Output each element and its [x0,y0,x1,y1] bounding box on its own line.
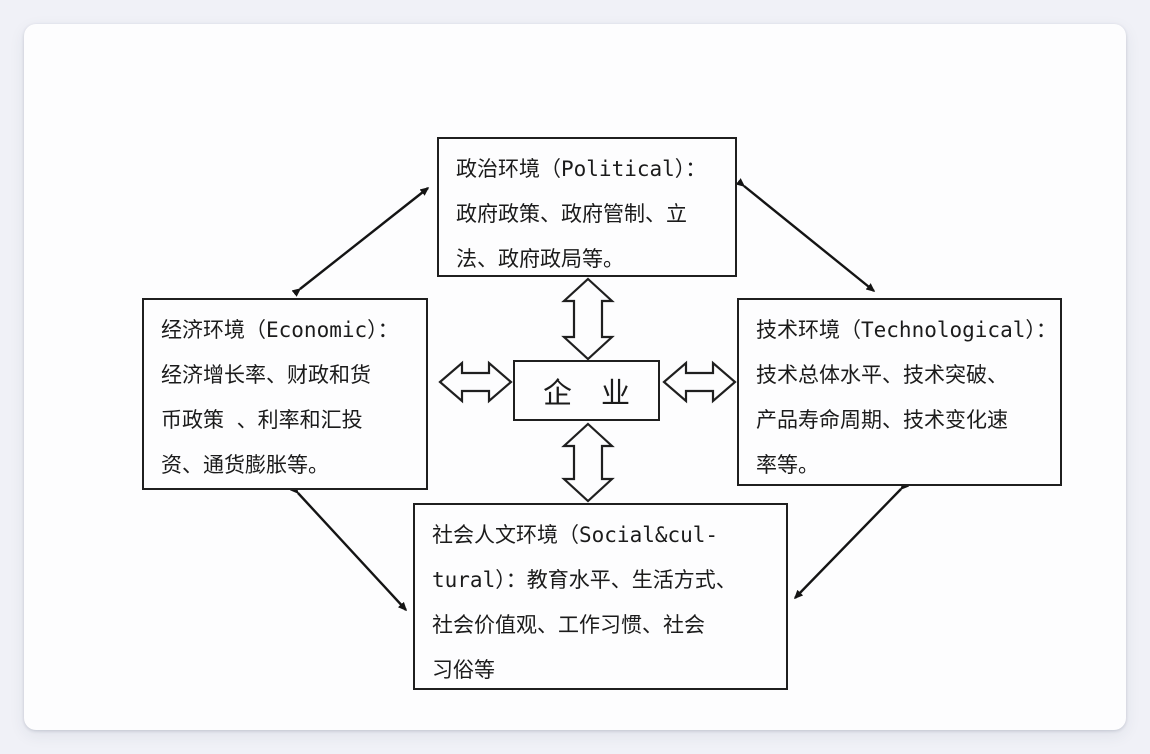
economic-social-arrow [289,484,408,612]
technological-line: 技术环境（Technological）： [756,318,1057,342]
economic-line: 经济增长率、财政和货 [161,363,371,387]
enterprise-social-block-arrow [561,422,615,503]
economic-box: 经济环境（Economic）： 经济增长率、财政和货 币政策 、利率和汇投 资、… [142,298,428,490]
economic-line: 币政策 、利率和汇投 [161,408,363,432]
social-line: tural）：教育水平、生活方式、 [432,568,737,592]
enterprise-economic-block-arrow [438,360,513,404]
political-technological-arrow [735,178,876,292]
technological-line: 率等。 [756,453,819,477]
technological-social-arrow [793,480,910,600]
enterprise-label: 企 业 [542,375,630,410]
enterprise-box: 企 业 [513,360,660,421]
enterprise-technological-block-arrow [662,360,737,404]
social-line: 社会人文环境（Social&cul- [432,523,719,547]
economic-political-arrow [291,187,430,297]
political-line: 政府政策、政府管制、立 [456,202,687,226]
economic-line: 资、通货膨胀等。 [161,453,329,477]
technological-box: 技术环境（Technological）： 技术总体水平、技术突破、 产品寿命周期… [737,298,1062,486]
technological-line: 技术总体水平、技术突破、 [756,363,1008,387]
political-box: 政治环境（Political）： 政府政策、政府管制、立 法、政府政局等。 [437,137,737,277]
social-line: 社会价值观、工作习惯、社会 [432,613,705,637]
enterprise-political-block-arrow [561,277,615,361]
economic-line: 经济环境（Economic）： [161,318,399,342]
technological-line: 产品寿命周期、技术变化速 [756,408,1008,432]
social-box: 社会人文环境（Social&cul- tural）：教育水平、生活方式、 社会价… [413,503,788,690]
political-line: 政治环境（Political）： [456,157,707,181]
political-line: 法、政府政局等。 [456,247,624,271]
social-line: 习俗等 [432,658,495,682]
